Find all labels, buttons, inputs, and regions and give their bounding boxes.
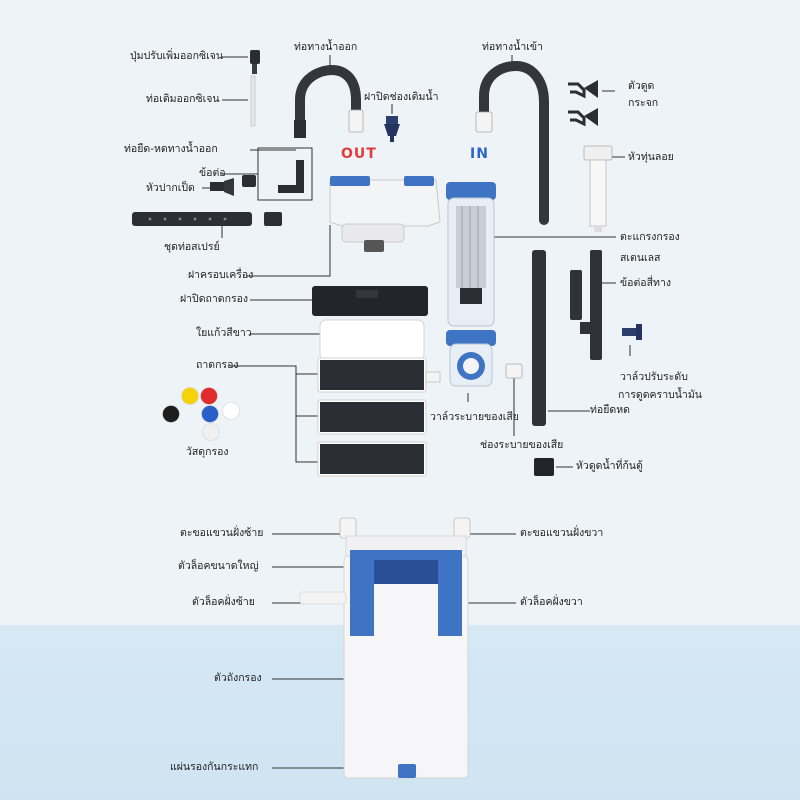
label-four-way: ข้อต่อสี่ทาง: [620, 277, 671, 289]
label-inlet-pipe: ท่อทางน้ำเข้า: [482, 41, 543, 53]
label-trays: ถาดกรอง: [196, 359, 239, 371]
label-tray-lid: ฝาปิดถาดกรอง: [180, 293, 249, 305]
label-left-hook: ตะขอแขวนฝั่งซ้าย: [180, 527, 264, 539]
drain-port: [505, 363, 523, 379]
spray-bar: [132, 212, 282, 226]
outlet-pipe: [294, 64, 364, 138]
label-pad: แผ่นรองกันกระแทก: [170, 761, 259, 773]
four-way-connector: [570, 250, 602, 360]
tray-stack: [312, 286, 441, 477]
label-telescopic-pipe: ท่อยืดหด: [590, 404, 630, 416]
level-valve: [622, 324, 642, 340]
bottom-suction: [534, 458, 554, 476]
label-drain-port: ช่องระบายของเสีย: [480, 439, 564, 451]
label-drain-valve: วาล์วระบายของเสีย: [430, 411, 519, 423]
telescopic-pipe: [532, 250, 546, 426]
label-strainer-2: สเตนเลส: [620, 252, 661, 264]
label-oxygen-tube: ท่อเติมออกซิเจน: [146, 93, 220, 105]
label-strainer-1: ตะแกรงกรอง: [620, 231, 680, 243]
media-ball: [181, 387, 199, 405]
label-valve-2: การดูดคราบน้ำมัน: [618, 389, 702, 401]
label-duckbill: หัวปากเป็ด: [146, 182, 195, 194]
filter-cover: [329, 176, 441, 252]
label-out: OUT: [341, 146, 377, 162]
label-connector: ข้อต่อ: [199, 167, 226, 179]
duckbill-nozzle: [210, 178, 234, 196]
label-bottom-suction: หัวดูดน้ำที่ก้นตู้: [576, 460, 643, 472]
inlet-column: [446, 182, 496, 387]
oxygen-tube: [250, 75, 256, 127]
media-ball: [222, 402, 240, 420]
fill-cap: [384, 116, 400, 142]
inlet-pipe: [475, 60, 549, 225]
label-right-lock: ตัวล็อคฝั่งขวา: [520, 596, 583, 608]
label-big-lock: ตัวล็อคขนาดใหญ่: [178, 560, 259, 572]
label-white-wool: ใยแก้วสีขาว: [196, 327, 252, 339]
telescopic-outlet-box: [257, 147, 313, 201]
label-tank: ตัวถังกรอง: [214, 672, 262, 684]
connector: [242, 175, 256, 187]
label-spray-bar: ชุดท่อสเปรย์: [164, 241, 220, 253]
label-outlet-pipe: ท่อทางน้ำออก: [294, 41, 358, 53]
label-fill-cap: ฝาปิดช่องเติมน้ำ: [364, 91, 439, 103]
label-cover: ฝาครอบเครื่อง: [188, 269, 254, 281]
media-ball: [202, 423, 220, 441]
tank-assembly: [299, 517, 471, 779]
label-right-hook: ตะขอแขวนฝั่งขวา: [520, 527, 604, 539]
label-in: IN: [470, 146, 489, 162]
label-suction-cup-2: กระจก: [628, 97, 659, 109]
label-valve-1: วาล์วปรับระดับ: [620, 371, 688, 383]
media-ball: [162, 405, 180, 423]
suction-cups: [568, 80, 598, 127]
filter-media: [162, 387, 240, 441]
label-oxygen-knob: ปุ่มปรับเพิ่มออกซิเจน: [130, 50, 224, 62]
label-media: วัสดุกรอง: [186, 446, 229, 458]
float-head: [583, 145, 613, 232]
media-ball: [201, 405, 219, 423]
oxygen-knob: [250, 50, 260, 74]
media-ball: [200, 387, 218, 405]
label-suction-cup-1: ตัวดูด: [628, 80, 655, 92]
label-left-lock: ตัวล็อคฝั่งซ้าย: [192, 596, 255, 608]
label-telescopic-outlet: ท่อยืด-หดทางน้ำออก: [124, 143, 218, 155]
label-float-head: หัวทุ่นลอย: [628, 151, 674, 163]
leader-lines: [202, 55, 631, 769]
